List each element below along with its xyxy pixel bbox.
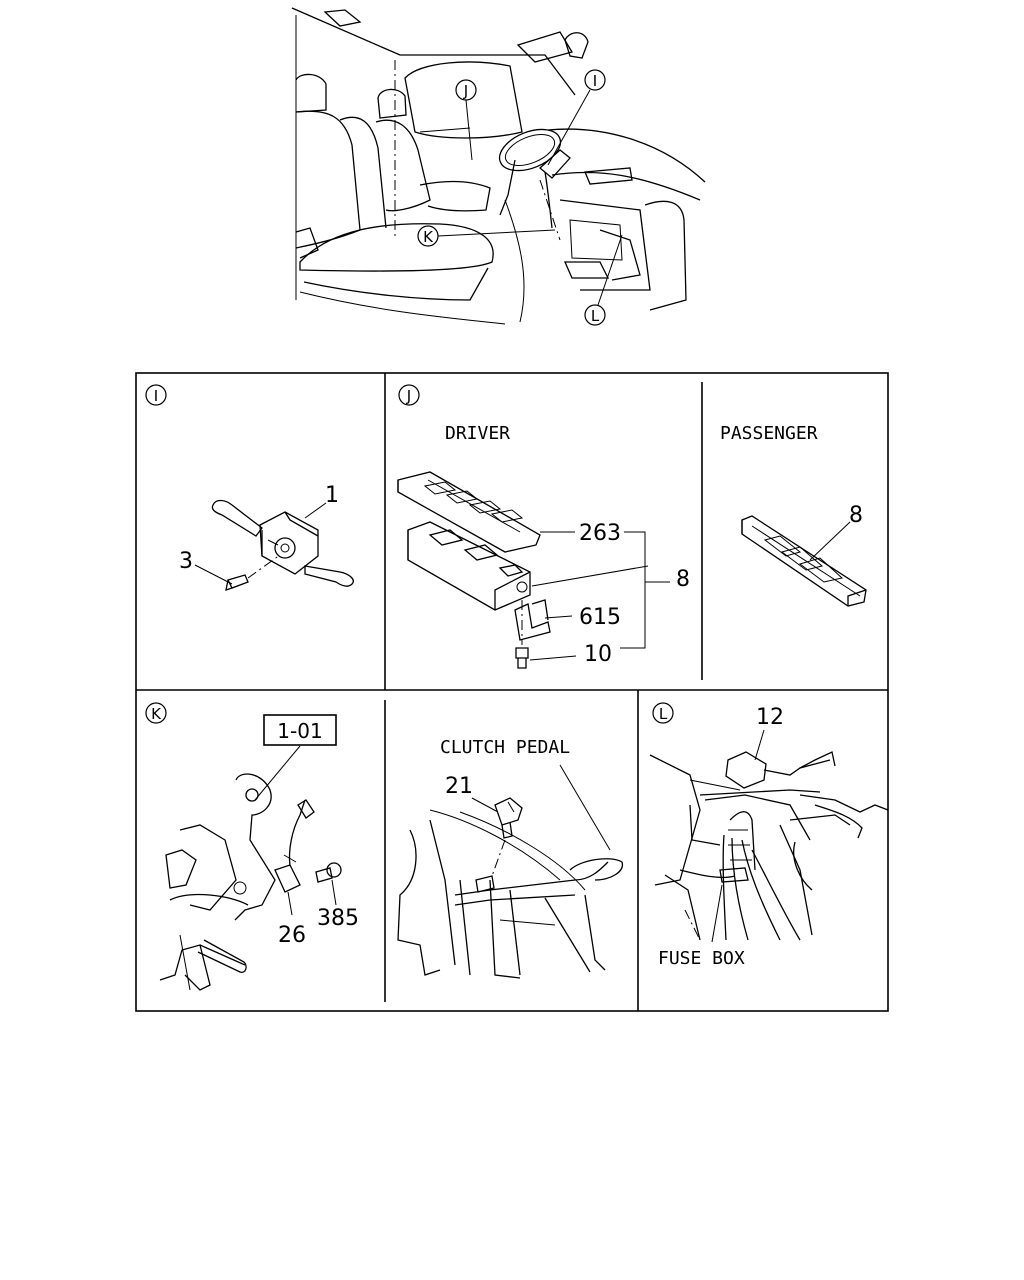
part-8-label: 8 — [676, 567, 690, 592]
cab-overview-illustration: J I K L — [291, 7, 706, 326]
panel-k-circle — [145, 702, 167, 724]
part-263-label: 263 — [579, 521, 621, 546]
clutch-switch-21-drawing — [494, 797, 523, 839]
pedal-bracket-drawing — [159, 773, 276, 991]
callout-k-label: K — [423, 228, 434, 246]
panel-clutch: CLUTCH PEDAL 21 — [397, 737, 623, 979]
driver-title: DRIVER — [445, 423, 510, 444]
driver-switch-bezel-drawing — [397, 471, 541, 553]
panel-i-circle — [145, 384, 167, 406]
callout-i-circle — [584, 69, 606, 91]
callout-l-circle — [584, 304, 606, 326]
fuse-box-label: FUSE BOX — [658, 948, 745, 969]
callout-j-label: J — [463, 82, 468, 100]
bolt-10-drawing — [515, 647, 529, 669]
panel-k-label: K — [151, 705, 162, 723]
ref-box-label: 1-01 — [277, 719, 322, 743]
panel-k: K 1-01 26 — [145, 702, 359, 991]
panel-l-label: L — [659, 705, 668, 723]
part-1-label: 1 — [325, 483, 339, 508]
passenger-title: PASSENGER — [720, 423, 818, 444]
clutch-pedal-title: CLUTCH PEDAL — [440, 737, 570, 758]
screw-3-drawing — [225, 574, 249, 591]
fuse-box-area-drawing — [649, 751, 889, 941]
bolt-385-drawing — [315, 862, 342, 883]
callout-i-label: I — [593, 72, 597, 90]
panel-l-circle — [652, 702, 674, 724]
part-10-label: 10 — [584, 642, 612, 667]
part-615-label: 615 — [579, 605, 621, 630]
driver-switch-body-drawing — [407, 521, 531, 611]
stop-switch-26-drawing — [274, 799, 315, 893]
clutch-pedal-drawing — [397, 809, 623, 979]
panel-i: I 3 1 — [145, 384, 354, 591]
panel-i-label: I — [154, 387, 158, 405]
panel-l: L 12 — [649, 702, 889, 969]
passenger-switch-drawing — [741, 515, 867, 607]
detail-panel-grid — [135, 372, 889, 1012]
panel-j: J DRIVER PASSENGER — [397, 384, 867, 669]
combination-switch-drawing — [211, 499, 354, 587]
part-26-label: 26 — [278, 923, 306, 948]
ref-box-1-01 — [263, 714, 337, 746]
part-21-label: 21 — [445, 774, 473, 799]
bracket-615-drawing — [514, 599, 551, 641]
part-3-label: 3 — [179, 549, 193, 574]
callout-l-label: L — [591, 307, 600, 325]
passenger-part-8-label: 8 — [849, 503, 863, 528]
part-12-label: 12 — [756, 705, 784, 730]
panel-j-circle — [398, 384, 420, 406]
part-385-label: 385 — [317, 906, 359, 931]
panel-j-label: J — [406, 387, 411, 405]
